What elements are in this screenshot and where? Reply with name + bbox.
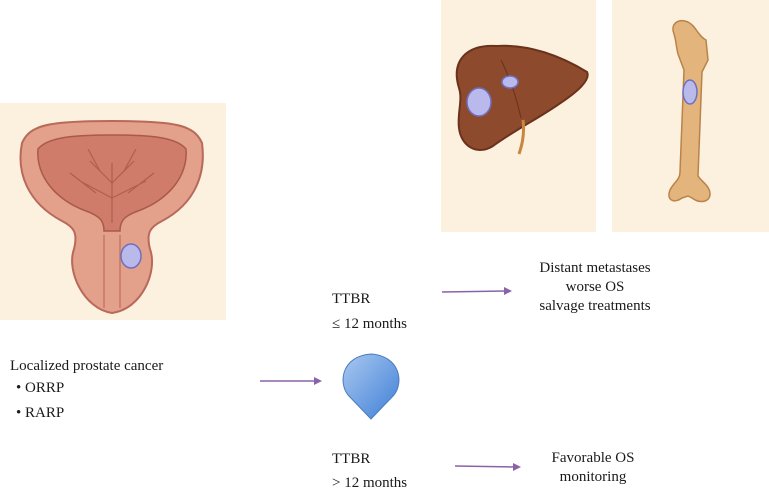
- bone-tumor: [682, 79, 698, 105]
- upper-ttbr-value: ≤ 12 months: [332, 316, 407, 332]
- upper-outcome-line2: worse OS: [565, 279, 625, 295]
- liver-tumor-large: [466, 87, 492, 117]
- upper-outcome-line3: salvage treatments: [539, 298, 651, 314]
- arrow-icon-lower: [454, 463, 521, 471]
- treatment-item-orrp: • ORRP: [16, 380, 65, 396]
- lower-ttbr-value: > 12 months: [332, 475, 408, 491]
- prostate-tumor: [120, 243, 142, 269]
- arrow-icon-upper: [441, 287, 512, 295]
- treatment-item-rarp: • RARP: [16, 405, 65, 421]
- prostate-icon: [19, 119, 204, 315]
- liver-tumor-small: [501, 75, 519, 89]
- upper-outcome-line1: Distant metastases: [539, 260, 651, 276]
- upper-ttbr-label: TTBR: [332, 291, 371, 307]
- localized-cancer-title: Localized prostate cancer: [10, 358, 164, 374]
- lower-outcome-line2: monitoring: [559, 469, 627, 485]
- arrow-icon-input: [260, 377, 322, 385]
- lower-ttbr-label: TTBR: [332, 451, 371, 467]
- drop-icon: [342, 353, 400, 420]
- bone-icon: [668, 20, 711, 203]
- lower-outcome-line1: Favorable OS: [551, 450, 635, 466]
- liver-icon: [455, 44, 589, 155]
